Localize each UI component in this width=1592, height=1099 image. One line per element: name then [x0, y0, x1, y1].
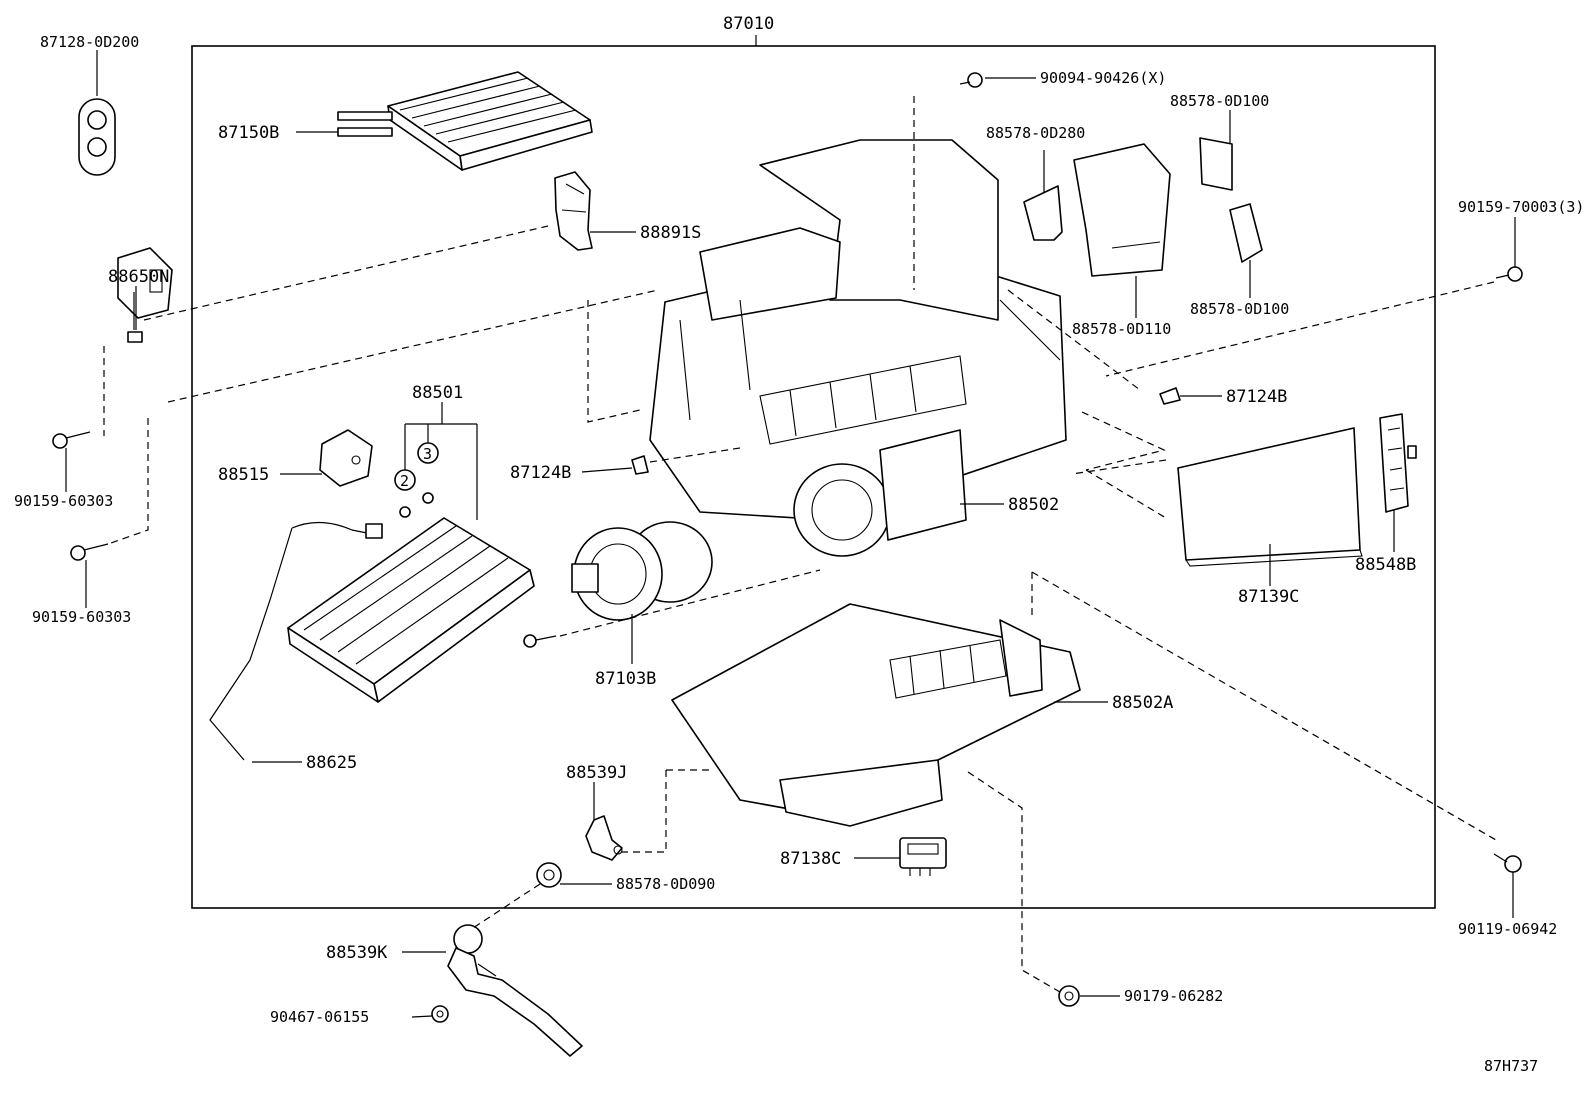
seal-88578-110-illustration: [1073, 143, 1171, 277]
label-88501: 88501: [412, 383, 463, 403]
label-90159-70003: 90159-70003(3): [1458, 198, 1584, 216]
sensor-88515-illustration: [319, 429, 373, 487]
label-87103b: 87103B: [595, 669, 656, 689]
dashed-assembly-lines: [103, 96, 1497, 993]
label-88539j: 88539J: [566, 763, 627, 783]
label-88578-0d110: 88578-0D110: [1072, 320, 1171, 338]
connector-87138c-illustration: [899, 837, 947, 876]
label-88548b: 88548B: [1355, 555, 1416, 575]
label-88578-0d280: 88578-0D280: [986, 124, 1085, 142]
seal-88578-280-illustration: [1023, 185, 1063, 241]
label-88891s: 88891S: [640, 223, 701, 243]
label-90179-06282: 90179-06282: [1124, 987, 1223, 1005]
grommet-87128-illustration: [78, 98, 116, 176]
seal-88578-100b-illustration: [1229, 203, 1263, 263]
label-88578-0d090: 88578-0D090: [616, 875, 715, 893]
label-88578-0d100-b: 88578-0D100: [1190, 300, 1289, 318]
label-88515: 88515: [218, 465, 269, 485]
nut-90179-illustration: [1058, 985, 1080, 1007]
label-90119-06942: 90119-06942: [1458, 920, 1557, 938]
screw-90159c-illustration: [1495, 266, 1523, 282]
filter-87139c-illustration: [1177, 427, 1363, 567]
label-87128-0d200: 87128-0D200: [40, 33, 139, 51]
hvac-case-88502-illustration: [649, 139, 1067, 557]
label-90094-90426: 90094-90426(X): [1040, 69, 1166, 87]
label-90159-60303-b: 90159-60303: [32, 608, 131, 626]
o-ring-callouts: 2 3: [394, 402, 478, 520]
clip-87124b-left-illustration: [631, 455, 649, 475]
label-88650n: 88650N: [108, 267, 169, 287]
cover-88548b-illustration: [1379, 413, 1417, 513]
callout-3: 3: [423, 445, 432, 463]
seal-88578-100a-illustration: [1199, 137, 1233, 191]
label-87138c: 87138C: [780, 849, 841, 869]
part-labels: 87128-0D200 87150B 88891S 88650N 90159-6…: [14, 33, 1584, 1026]
screw-90159a-illustration: [52, 431, 91, 449]
heater-core-87150b-illustration: [337, 71, 593, 171]
actuator-88650n-illustration: [117, 247, 173, 343]
label-87139c: 87139C: [1238, 587, 1299, 607]
label-88539k: 88539K: [326, 943, 388, 963]
callout-2: 2: [400, 472, 409, 490]
screw-90094-illustration: [959, 72, 983, 88]
label-90159-60303-a: 90159-60303: [14, 492, 113, 510]
hose-88539k-illustration: [447, 924, 583, 1057]
drain-88539j-illustration: [585, 815, 623, 861]
assembly-frame: [191, 45, 1436, 909]
label-87124b-right: 87124B: [1226, 387, 1287, 407]
label-88502: 88502: [1008, 495, 1059, 515]
screw-90119-illustration: [1493, 853, 1522, 873]
cap-88578-090-illustration: [536, 862, 562, 888]
blower-motor-87103b-illustration: [523, 521, 713, 648]
label-90467-06155: 90467-06155: [270, 1008, 369, 1026]
assembly-label: 87010: [723, 14, 774, 34]
figure-code: 87H737: [1484, 1057, 1538, 1075]
label-88502a: 88502A: [1112, 693, 1173, 713]
clip-87124b-right-illustration: [1159, 387, 1181, 405]
lower-case-88502a-illustration: [671, 603, 1081, 827]
clip-90467-illustration: [431, 1005, 449, 1023]
screw-90159b-illustration: [70, 543, 109, 561]
label-87124b-left: 87124B: [510, 463, 571, 483]
label-87150b: 87150B: [218, 123, 279, 143]
label-88578-0d100-a: 88578-0D100: [1170, 92, 1269, 110]
evaporator-88501-illustration: [209, 517, 535, 761]
label-leader-lines: [65, 50, 1516, 1018]
duct-88891s-illustration: [554, 171, 593, 251]
label-88625: 88625: [306, 753, 357, 773]
